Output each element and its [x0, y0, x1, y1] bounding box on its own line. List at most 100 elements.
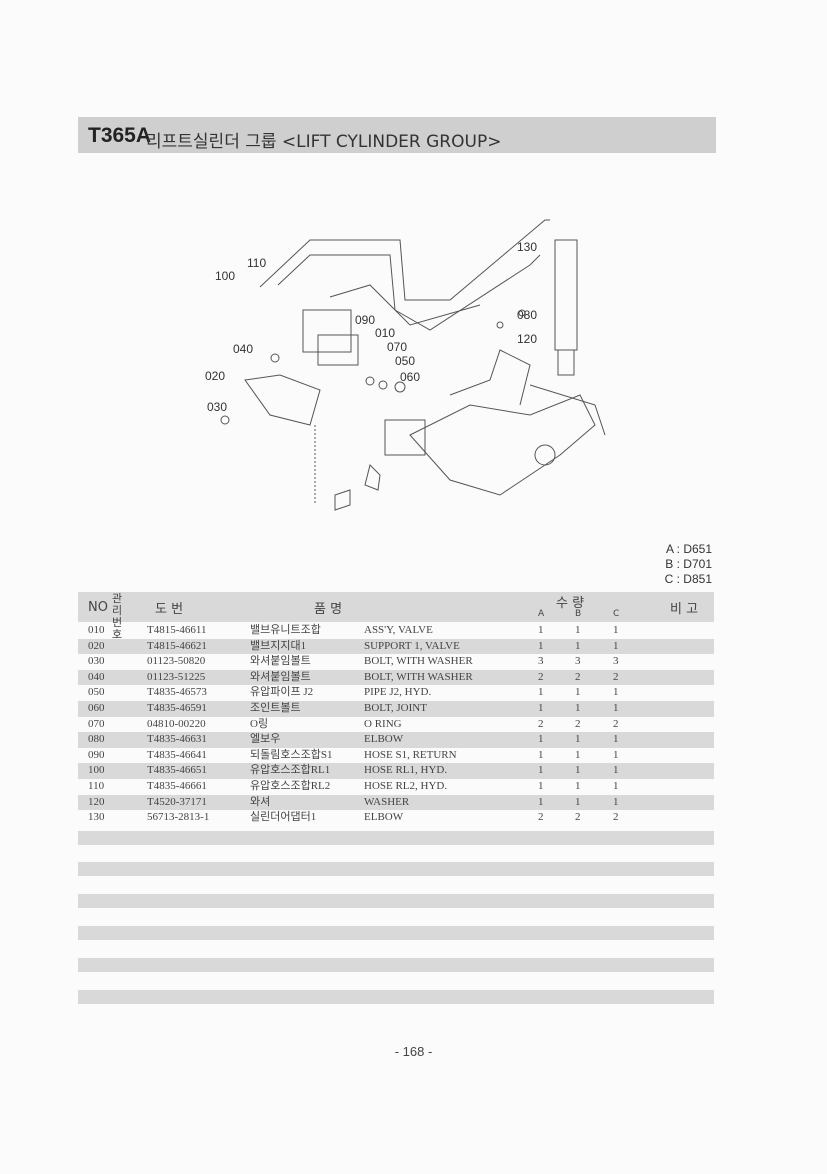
- cell-qty-c: 2: [613, 811, 619, 824]
- cell-eng: BOLT, WITH WASHER: [364, 670, 473, 683]
- table-row: 070 04810-00220 O링 O RING 2 2 2: [78, 717, 714, 733]
- table-row: 040 01123-51225 와셔붙임볼트 BOLT, WITH WASHER…: [78, 669, 714, 686]
- cell-qty-a: 1: [538, 795, 544, 808]
- callout-130: 130: [517, 240, 537, 254]
- table-row: 050 T4835-46573 유압파이프 J2 PIPE J2, HYD. 1…: [78, 685, 714, 701]
- parts-diagram: 110 100 090 010 070 050 060 040 020 030 …: [205, 219, 606, 511]
- cell-qty-b: 2: [575, 670, 581, 683]
- cell-no: 020: [88, 639, 105, 652]
- cell-qty-c: 1: [613, 764, 619, 777]
- cell-qty-c: 1: [613, 795, 619, 808]
- cell-no: 120: [88, 795, 105, 808]
- cell-qty-a: 2: [538, 717, 544, 730]
- cell-qty-b: 1: [575, 764, 581, 777]
- cell-kor: 조인트볼트: [250, 701, 301, 714]
- cell-eng: HOSE RL1, HYD.: [364, 764, 448, 777]
- table-row: 120 T4520-37171 와셔 WASHER 1 1 1: [78, 794, 714, 811]
- cell-qty-b: 3: [575, 655, 581, 668]
- cell-no: 080: [88, 733, 105, 746]
- cell-eng: WASHER: [364, 795, 410, 808]
- model-b: B : D701: [665, 557, 712, 571]
- cell-part: T4835-46631: [147, 733, 207, 746]
- cell-qty-a: 2: [538, 811, 544, 824]
- cell-part: T4835-46591: [147, 701, 207, 714]
- cell-kor: 엘보우: [250, 733, 281, 746]
- cell-qty-a: 1: [538, 701, 544, 714]
- cell-eng: HOSE S1, RETURN: [364, 748, 457, 761]
- callout-080: 080: [517, 308, 537, 322]
- table-header: NO 관리 번호 도 번 품 명 수 량 A B C 비 고: [78, 592, 714, 641]
- cell-qty-b: 1: [575, 686, 581, 699]
- cell-qty-b: 1: [575, 733, 581, 746]
- table-row: 100 T4835-46651 유압호스조합RL1 HOSE RL1, HYD.…: [78, 763, 714, 779]
- cell-qty-c: 1: [613, 686, 619, 699]
- cell-eng: HOSE RL2, HYD.: [364, 779, 448, 792]
- cell-eng: O RING: [364, 717, 402, 730]
- cell-part: T4815-46621: [147, 639, 207, 652]
- cell-no: 040: [88, 670, 105, 683]
- cell-qty-b: 1: [575, 639, 581, 652]
- cell-no: 010: [88, 624, 105, 636]
- cell-kor: 밸브유니트조합: [250, 624, 321, 636]
- cell-part: T4835-46661: [147, 779, 207, 792]
- cell-part: T4520-37171: [147, 795, 207, 808]
- cell-qty-c: 2: [613, 717, 619, 730]
- header-qty-b: B: [575, 609, 582, 619]
- table-row: 020 T4815-46621 밸브지지대1 SUPPORT 1, VALVE …: [78, 638, 714, 655]
- cell-qty-c: 1: [613, 624, 619, 636]
- cell-qty-b: 1: [575, 779, 581, 792]
- header-mgmt: 관리 번호: [112, 592, 123, 641]
- cell-part: T4815-46611: [147, 624, 207, 636]
- header-drawing: 도 번: [155, 602, 184, 617]
- callout-010: 010: [375, 326, 395, 340]
- cell-part: 04810-00220: [147, 717, 206, 730]
- cell-qty-c: 1: [613, 733, 619, 746]
- cell-qty-a: 2: [538, 670, 544, 683]
- cell-qty-a: 3: [538, 655, 544, 668]
- cell-part: T4835-46573: [147, 686, 207, 699]
- callout-100: 100: [215, 269, 235, 283]
- header-no: NO: [88, 600, 108, 615]
- cell-qty-a: 1: [538, 764, 544, 777]
- cell-part: 01123-50820: [147, 655, 206, 668]
- cell-kor: 밸브지지대1: [250, 639, 307, 652]
- table-row: 110 T4835-46661 유압호스조합RL2 HOSE RL2, HYD.…: [78, 779, 714, 795]
- table-row: 060 T4835-46591 조인트볼트 BOLT, JOINT 1 1 1: [78, 700, 714, 717]
- cell-kor: 와셔붙임볼트: [250, 655, 311, 668]
- cell-no: 050: [88, 686, 105, 699]
- callout-030: 030: [207, 400, 227, 414]
- cell-qty-c: 1: [613, 639, 619, 652]
- cell-kor: O링: [250, 717, 269, 730]
- callout-040: 040: [233, 342, 253, 356]
- cell-qty-b: 2: [575, 717, 581, 730]
- cell-qty-a: 1: [538, 686, 544, 699]
- cell-no: 130: [88, 811, 105, 824]
- cell-no: 110: [88, 779, 105, 792]
- cell-no: 030: [88, 655, 105, 668]
- cell-kor: 유압파이프 J2: [250, 686, 314, 699]
- callout-060: 060: [400, 370, 420, 384]
- cell-no: 060: [88, 701, 105, 714]
- cell-qty-a: 1: [538, 748, 544, 761]
- cell-qty-a: 1: [538, 779, 544, 792]
- cell-qty-a: 1: [538, 733, 544, 746]
- parts-table-body: 010 T4815-46611 밸브유니트조합 ASS'Y, VALVE 1 1…: [78, 623, 714, 826]
- header-qty: 수 량: [556, 596, 585, 611]
- page-number: - 168 -: [394, 1044, 433, 1059]
- cell-qty-b: 1: [575, 795, 581, 808]
- empty-row-band: [78, 926, 714, 940]
- callout-050: 050: [395, 354, 415, 368]
- model-c: C : D851: [664, 572, 712, 586]
- cell-qty-c: 1: [613, 779, 619, 792]
- cell-eng: ASS'Y, VALVE: [364, 624, 433, 636]
- cell-no: 090: [88, 748, 105, 761]
- header-qty-a: A: [538, 609, 545, 619]
- callout-070: 070: [387, 340, 407, 354]
- cell-kor: 실린더어댑터1: [250, 811, 317, 824]
- cell-eng: PIPE J2, HYD.: [364, 686, 432, 699]
- cell-part: 56713-2813-1: [147, 811, 210, 824]
- cell-qty-c: 2: [613, 670, 619, 683]
- group-code: T365A: [88, 124, 152, 147]
- table-row: 130 56713-2813-1 실린더어댑터1 ELBOW 2 2 2: [78, 810, 714, 826]
- empty-row-band: [78, 831, 714, 845]
